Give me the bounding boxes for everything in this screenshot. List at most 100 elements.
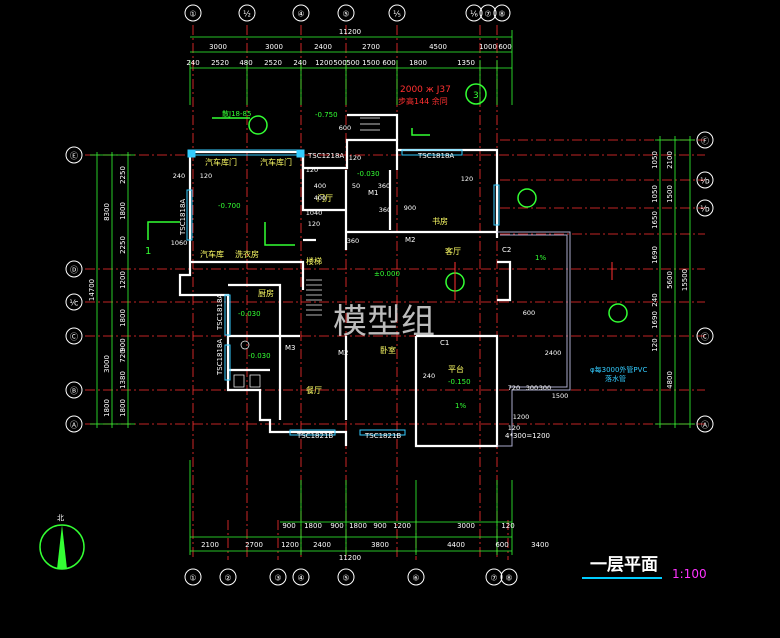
room-labels: 汽车库 汽车库门 汽车库门 洗衣房 厨房 书房 客厅 餐厅 门厅 平台 卧室 楼… [200, 157, 464, 395]
right-dimension-text: 1550021001500560048001050105016501690240… [651, 151, 689, 389]
room-label-dining: 餐厅 [306, 386, 322, 395]
slope-note-2: 1% [455, 402, 466, 410]
left-dim-row1: 1800 [103, 399, 111, 417]
right-dim-row1: 5600 [666, 271, 674, 289]
top-axis-bubble: ⅟₂ [243, 10, 251, 19]
room-label-hall: 客厅 [445, 246, 461, 256]
inner-dim: 120 [200, 172, 212, 180]
bottom-dim-row2: 2400 [313, 541, 331, 549]
bottom-dim-total: 11200 [339, 554, 361, 562]
top-axis-bubble: ① [189, 10, 196, 19]
bottom-axis-bubble: ③ [274, 574, 281, 583]
right-axis-bubble: ⅟ᴅ [700, 177, 710, 186]
top-axis-bubble: ⑦ [484, 10, 491, 19]
window-tag-6: TSC1821B [296, 432, 333, 440]
left-axis-bubble: Ⓒ [70, 333, 78, 342]
right-dim-row1: 1500 [666, 185, 674, 203]
inner-dim: 360 [378, 182, 390, 190]
right-axis-bubble-circle [696, 199, 714, 217]
room-label-study: 书房 [432, 216, 448, 226]
top-dim-row1: 2400 [314, 43, 332, 51]
left-axis-bubble: ⅟ᴄ [70, 299, 79, 308]
top-dim-row2: 2520 [211, 59, 229, 67]
left-axis-bubble-circle [65, 327, 83, 345]
top-dim-row2: 1800 [409, 59, 427, 67]
bottom-dim-row1: 1800 [304, 522, 322, 530]
left-dim-row2: 900 [119, 338, 127, 351]
inner-dim: 360 [347, 237, 359, 245]
right-dim-row2: 1690 [651, 311, 659, 329]
right-dim-row2: 1690 [651, 246, 659, 264]
door-tag-m2b: M2 [338, 349, 349, 357]
bottom-axis-bubble-circle [407, 568, 425, 586]
door-tag-m2a: M2 [405, 236, 416, 244]
top-dim-row2: 1350 [457, 59, 475, 67]
left-dim-row2: 1800 [119, 309, 127, 327]
north-arrow: 北 [39, 514, 85, 570]
inner-dim: 300 [526, 384, 538, 392]
left-dim-total: 14700 [88, 279, 96, 301]
bottom-axis-bubble-circle [485, 568, 503, 586]
left-dim-row1: 8300 [103, 203, 111, 221]
left-axis-bubble: Ⓑ [70, 387, 78, 396]
top-dim-row2: 500 [346, 59, 359, 67]
top-axis-bubble-circle [238, 4, 256, 22]
right-dim-row2: 1050 [651, 151, 659, 169]
top-dim-row2: 500 [333, 59, 346, 67]
top-axis-bubble-circle [337, 4, 355, 22]
inner-dim: 240 [423, 372, 435, 380]
top-axis-bubble-circle [184, 4, 202, 22]
right-axis-bubble-circle [696, 415, 714, 433]
drawing-scale: 1:100 [672, 567, 707, 581]
left-axis-bubble-circle [65, 260, 83, 278]
window-tag-5: TSC1818A [216, 339, 224, 376]
left-dim-row2: 2250 [119, 166, 127, 184]
door-tag-c1: C1 [440, 339, 449, 347]
bottom-axis-bubble: ⑤ [342, 574, 349, 583]
top-axis-bubble-circle [493, 4, 511, 22]
inner-dim: 720 [508, 384, 520, 392]
inner-dim: 120 [508, 424, 520, 432]
inner-dim: 360 [379, 206, 391, 214]
left-dim-row2: 1200 [119, 271, 127, 289]
bottom-dim-row2: 3800 [371, 541, 389, 549]
left-axis-bubble: Ⓐ [70, 421, 78, 430]
inner-dim: 240 [173, 172, 185, 180]
bottom-axis-bubble: ⑧ [505, 574, 512, 583]
level-mark-1: -0.750 [315, 111, 338, 119]
inner-dim: 120 [306, 166, 318, 174]
bottom-dim-row2: 2700 [245, 541, 263, 549]
right-axis-bubble-circle [696, 171, 714, 189]
door-tag-m1: M1 [368, 189, 379, 197]
stairs [306, 117, 380, 316]
top-dim-row1: 1000 [479, 43, 497, 51]
inner-dim: 400 [314, 182, 326, 190]
top-axis-bubble: ⑧ [498, 10, 505, 19]
inner-dim: 120 [349, 154, 361, 162]
right-axis-bubble: Ⓐ [701, 421, 709, 430]
inner-dim: 120 [308, 220, 320, 228]
top-dim-row1: 600 [498, 43, 511, 51]
inner-dim: 120 [461, 175, 473, 183]
top-axis-bubble-circle [292, 4, 310, 22]
right-axis-bubble: Ⓕ [701, 137, 709, 146]
window-tag-2: TSC1818A [417, 152, 454, 160]
right-axis-bubbles: Ⓕ⅟ᴅ⅟ᴅⒸⒶ [696, 131, 714, 433]
top-axis-bubble: ⅟₆ [470, 10, 478, 19]
bottom-axis-bubble: ⑦ [490, 574, 497, 583]
room-label-laundry: 洗衣房 [235, 249, 259, 259]
right-dim-row1: 2100 [666, 151, 674, 169]
pvc-note-2: 落水管 [605, 374, 626, 383]
window-tag-3: TSC1818A [179, 199, 187, 236]
left-axis-bubble-circle [65, 415, 83, 433]
left-dim-row2: 1380 [119, 371, 127, 389]
inner-dim: 50 [352, 182, 360, 190]
level-mark-7: -0.150 [448, 378, 471, 386]
level-mark-3: -0.030 [357, 170, 380, 178]
level-mark-4: ±0.000 [374, 270, 400, 278]
balcony-outline [497, 231, 571, 447]
inner-dim: 300 [539, 384, 551, 392]
